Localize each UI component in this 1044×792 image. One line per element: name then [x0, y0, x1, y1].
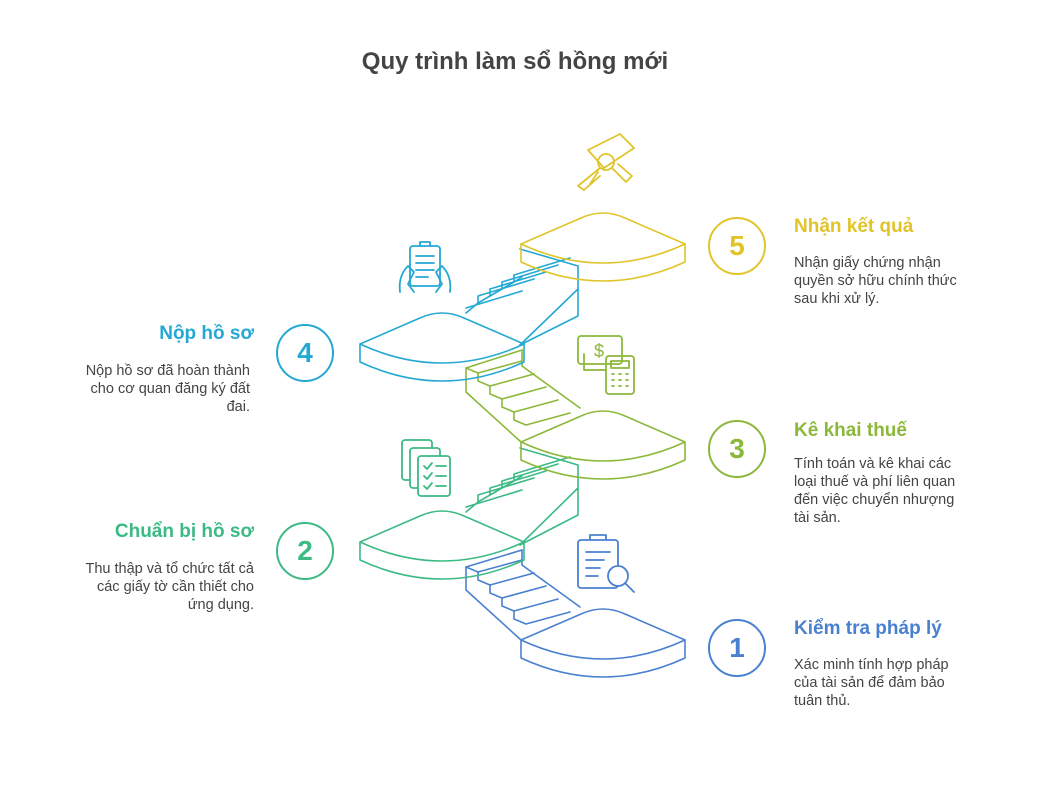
step5-platform: [520, 212, 686, 282]
diagram-title: Quy trình làm sổ hồng mới: [361, 48, 669, 75]
hands-holding-document-icon: [398, 241, 452, 293]
step4-description: Nộp hồ sơ đã hoàn thành cho cơ quan đăng…: [85, 363, 250, 415]
money-calculator-icon: $: [577, 335, 635, 395]
step5-number: 5: [708, 217, 766, 275]
step5-description: Nhận giấy chứng nhận quyền sở hữu chính …: [794, 255, 957, 307]
step4-number: 4: [276, 324, 334, 382]
document-checklist-icon: [401, 439, 451, 497]
step1-title: Kiểm tra pháp lý: [794, 618, 942, 639]
step2-description: Thu thập và tổ chức tất cả các giấy tờ c…: [85, 561, 255, 613]
step3-title: Kê khai thuế: [794, 420, 907, 441]
clipboard-search-icon: [577, 534, 635, 593]
step4-platform: [359, 248, 579, 382]
step3-description: Tính toán và kê khai các loại thuế và ph…: [794, 456, 956, 526]
step3-number: 3: [708, 420, 766, 478]
step2-number: 2: [276, 522, 334, 580]
certificate-scroll-icon: [577, 133, 635, 191]
step2-platform: [359, 447, 579, 580]
step2-title: Chuẩn bị hồ sơ: [114, 521, 254, 542]
step1-platform: [465, 549, 686, 678]
svg-text:$: $: [594, 341, 604, 361]
step5-title: Nhận kết quả: [794, 216, 914, 237]
step4-title: Nộp hồ sơ: [159, 323, 254, 344]
step1-number: 1: [708, 619, 766, 677]
step3-platform: [465, 349, 686, 480]
step1-description: Xác minh tính hợp pháp của tài sản để đả…: [794, 657, 949, 709]
